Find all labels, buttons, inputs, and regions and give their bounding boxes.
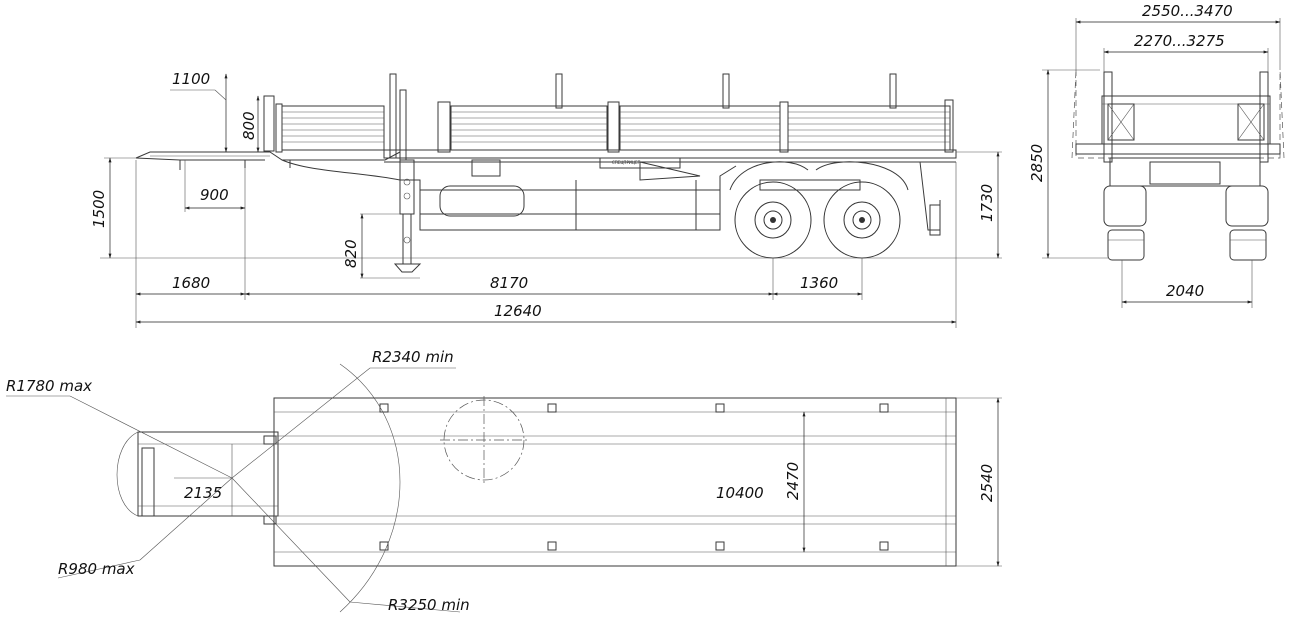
dim-front-overhang: 1680 [172, 274, 210, 292]
axle-wheel-front [734, 181, 812, 259]
rear-dimensions: 2550...3470 2270...3275 2850 2040 [1028, 2, 1281, 308]
axle-wheel-rear [823, 181, 901, 259]
dim-turn-radius-min: R2340 min [372, 348, 454, 366]
maker-label: СПЕЦПРИЦЕП [612, 160, 641, 165]
side-dimensions: 1100 800 1500 900 820 1730 [90, 70, 1002, 328]
suspension [729, 161, 941, 236]
dim-landing-gear: 820 [342, 239, 360, 268]
landing-gear [393, 159, 422, 273]
dim-kingpin-offset: 900 [200, 186, 229, 204]
dim-overall-length: 12640 [494, 302, 542, 320]
dim-stake-width: 2550...3470 [1142, 2, 1233, 20]
dim-platform-length: 10400 [716, 484, 764, 502]
dim-stake-top: 1100 [172, 70, 210, 88]
dim-overall-height: 2850 [1028, 144, 1046, 182]
stakes [389, 73, 897, 161]
dim-wheelbase: 8170 [490, 274, 528, 292]
dim-deck-height: 1730 [978, 184, 996, 222]
dim-track: 2040 [1166, 282, 1204, 300]
dim-swing-radius-min: R3250 min [388, 596, 470, 614]
dim-kingpin-radius-max: R980 max [58, 560, 135, 578]
main-frame: СПЕЦПРИЦЕП [383, 149, 957, 231]
dim-inner-width-plan: 2470 [784, 462, 802, 500]
plan-dimensions: R2340 min R1780 max R980 max R3250 min 2… [6, 348, 1002, 614]
side-board-panels [281, 99, 954, 153]
dim-axle-spread: 1360 [800, 274, 838, 292]
side-view: СПЕЦПРИЦЕП [90, 70, 1002, 328]
rear-view: 2550...3470 2270...3275 2850 2040 [1028, 2, 1285, 308]
dim-coupler-height: 1500 [90, 190, 108, 228]
front-headboard [263, 95, 283, 153]
dim-side-board: 800 [240, 111, 258, 140]
dim-overall-width: 2540 [978, 464, 996, 502]
dim-inner-width: 2270...3275 [1134, 32, 1225, 50]
dim-kingpin-setback: 2135 [184, 484, 222, 502]
plan-view: R2340 min R1780 max R980 max R3250 min 2… [6, 348, 1002, 614]
gooseneck-deck [135, 151, 401, 181]
dim-front-radius-max: R1780 max [6, 377, 92, 395]
